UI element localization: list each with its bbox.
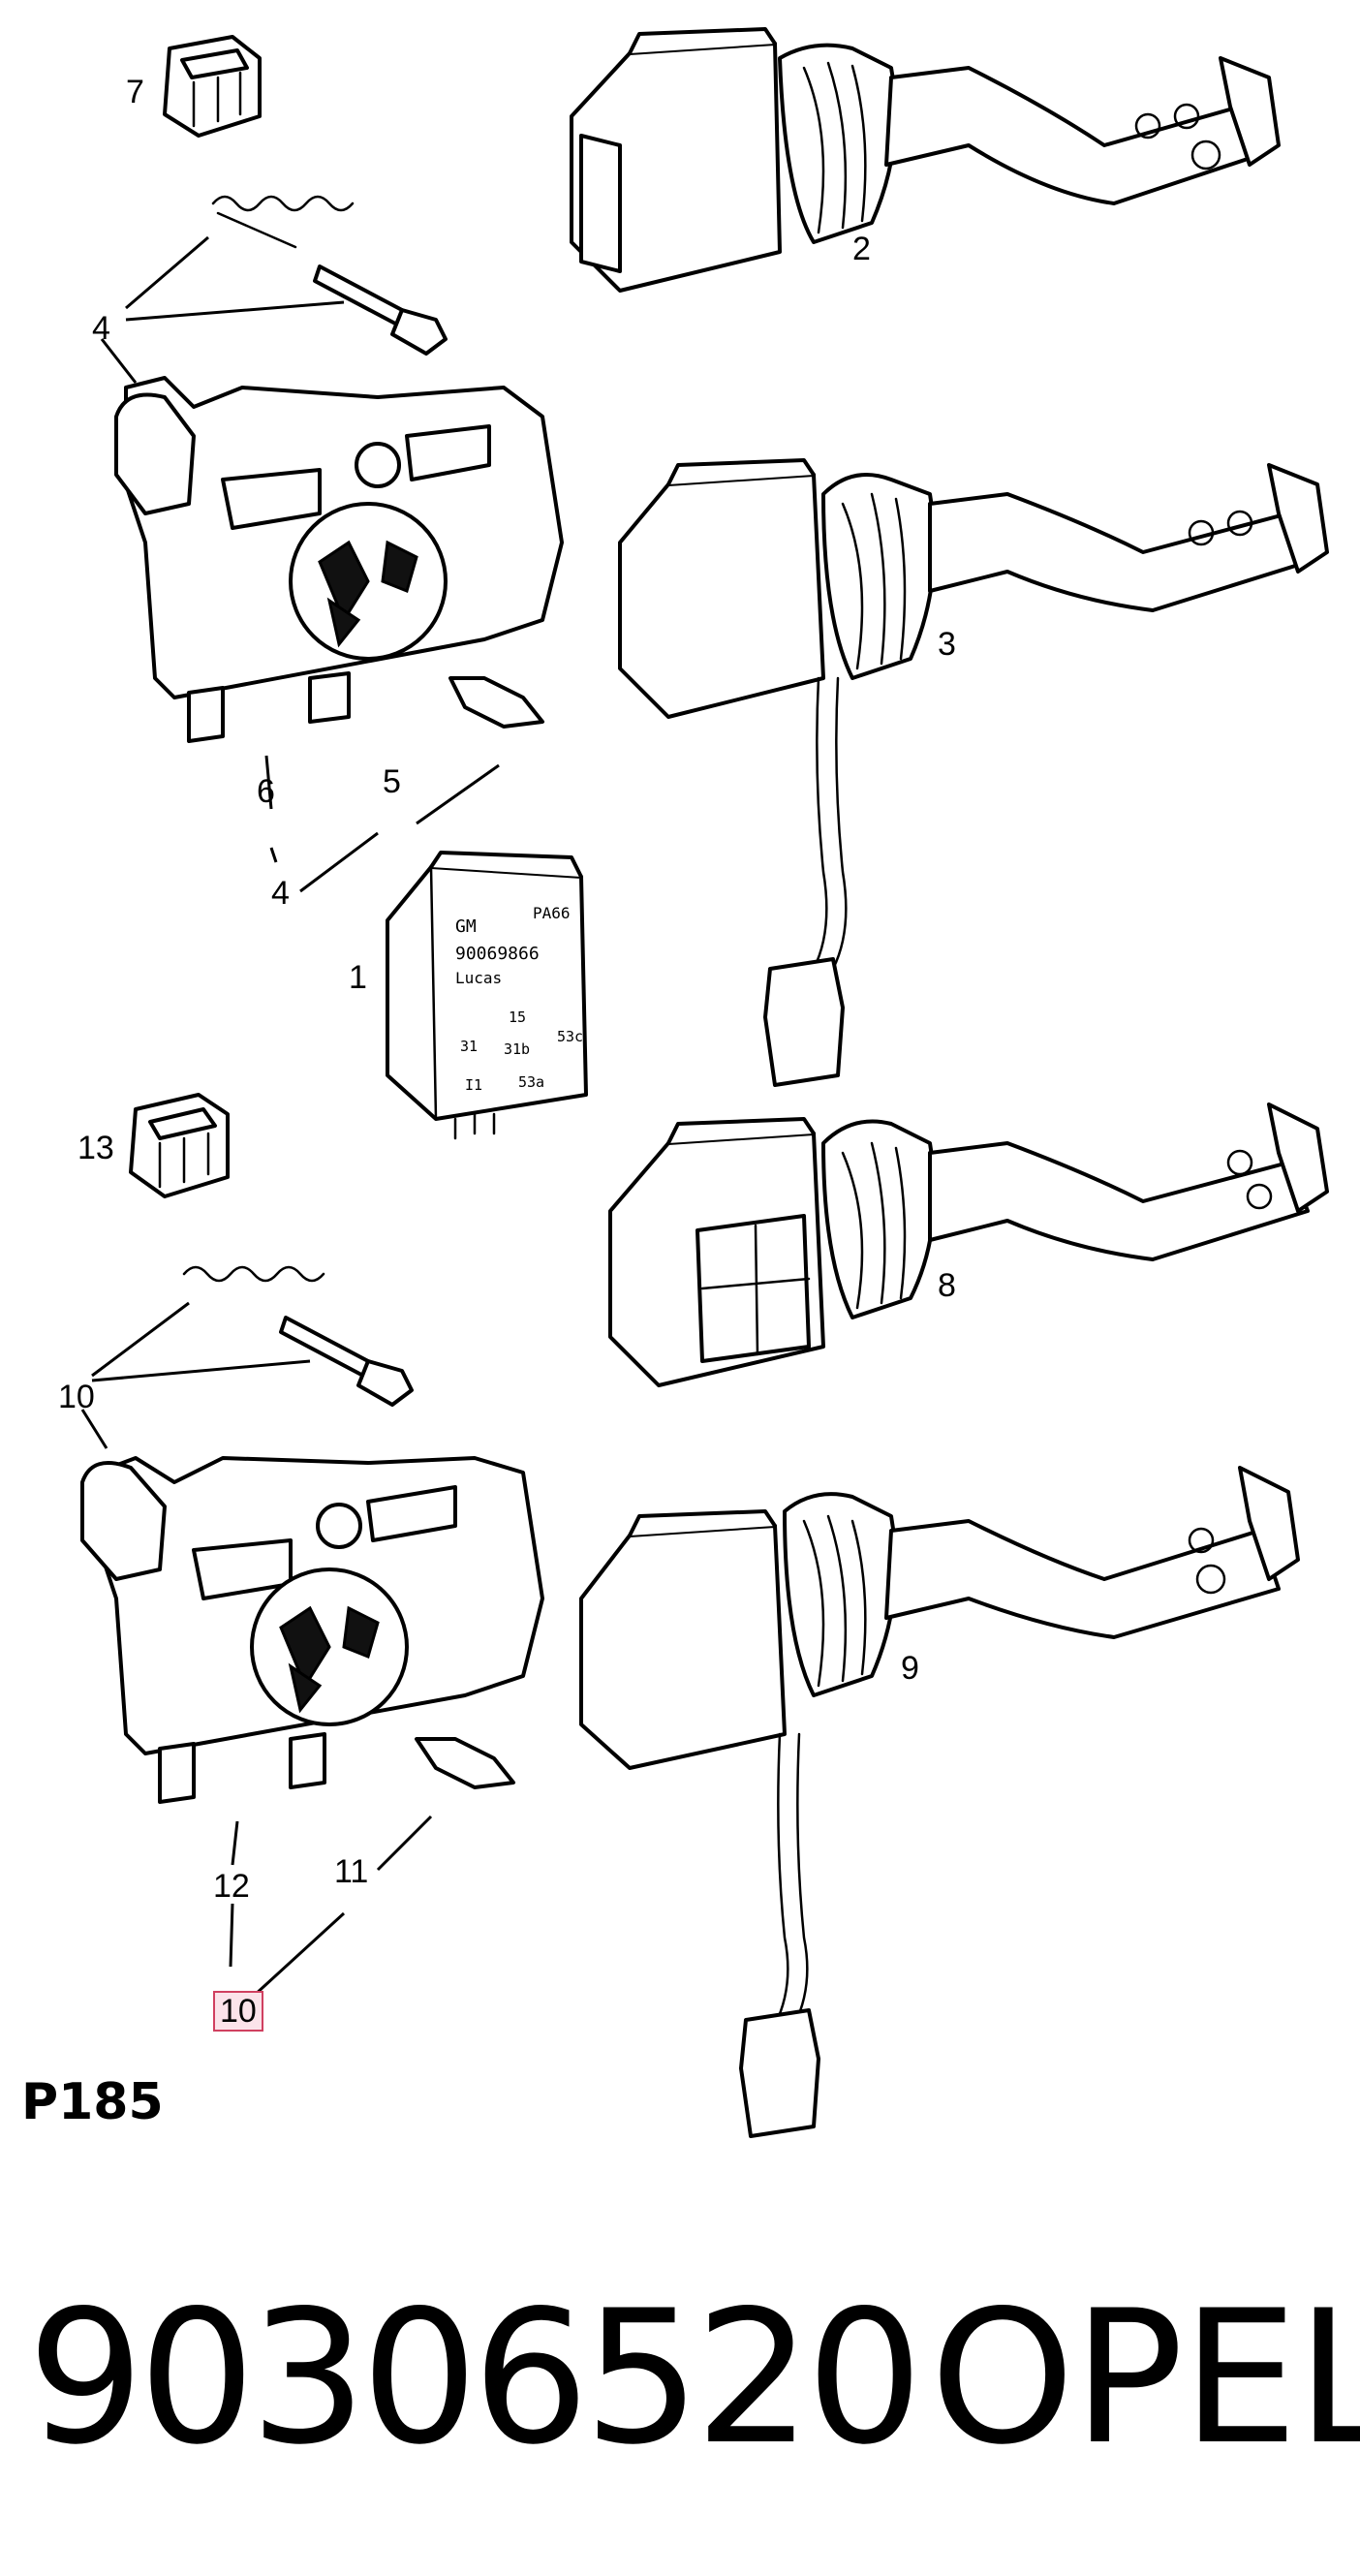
part-7-clip [163, 35, 262, 138]
relay-pin-53a: 53a [518, 1073, 544, 1091]
part-13-clip [129, 1093, 230, 1198]
part-9-switch-cable [579, 1466, 1300, 2138]
callout-8: 8 [938, 1267, 956, 1304]
brand-name: OPEL [930, 2271, 1360, 2485]
callout-10-highlighted[interactable]: 10 [213, 1991, 263, 2032]
part-number: 90306520 [27, 2271, 923, 2485]
part-3-switch-cable [618, 458, 1329, 1087]
parts-diagram: GM 90069866 Lucas PA66 15 31 31b 53c I1 … [80, 27, 1329, 2138]
callout-3: 3 [938, 626, 956, 663]
part-10-spring-pin [80, 1265, 414, 1449]
callout-11: 11 [334, 1853, 369, 1890]
callout-2: 2 [852, 231, 871, 267]
relay-brand-text: GM [455, 916, 477, 937]
page-code: P185 [21, 2073, 164, 2131]
callout-4-bottom: 4 [271, 875, 290, 912]
callout-12: 12 [213, 1868, 250, 1905]
callout-9: 9 [901, 1650, 919, 1687]
relay-number-text: 90069866 [455, 944, 540, 964]
part-2-wiper-switch [570, 27, 1281, 293]
callout-13: 13 [77, 1130, 114, 1166]
relay-pin-31: 31 [460, 1038, 478, 1055]
relay-pin-i1: I1 [465, 1076, 482, 1094]
callout-10-top: 10 [58, 1379, 95, 1415]
callout-6: 6 [257, 773, 275, 810]
switch-housing-top [114, 376, 564, 893]
relay-pin-53c: 53c [557, 1028, 583, 1045]
relay-pin-31b: 31b [504, 1040, 530, 1058]
relay-pin-15: 15 [509, 1009, 526, 1026]
callout-7: 7 [126, 74, 144, 110]
callout-1: 1 [349, 959, 367, 996]
part-8-switch [608, 1102, 1329, 1387]
callout-5: 5 [383, 763, 401, 800]
relay-type-text: PA66 [533, 904, 571, 922]
switch-housing-bottom [80, 1456, 544, 1998]
callout-4-top: 4 [92, 310, 110, 347]
relay-maker-text: Lucas [455, 969, 502, 987]
part-4-spring-pin [100, 195, 448, 384]
part-1-relay [386, 851, 588, 1140]
